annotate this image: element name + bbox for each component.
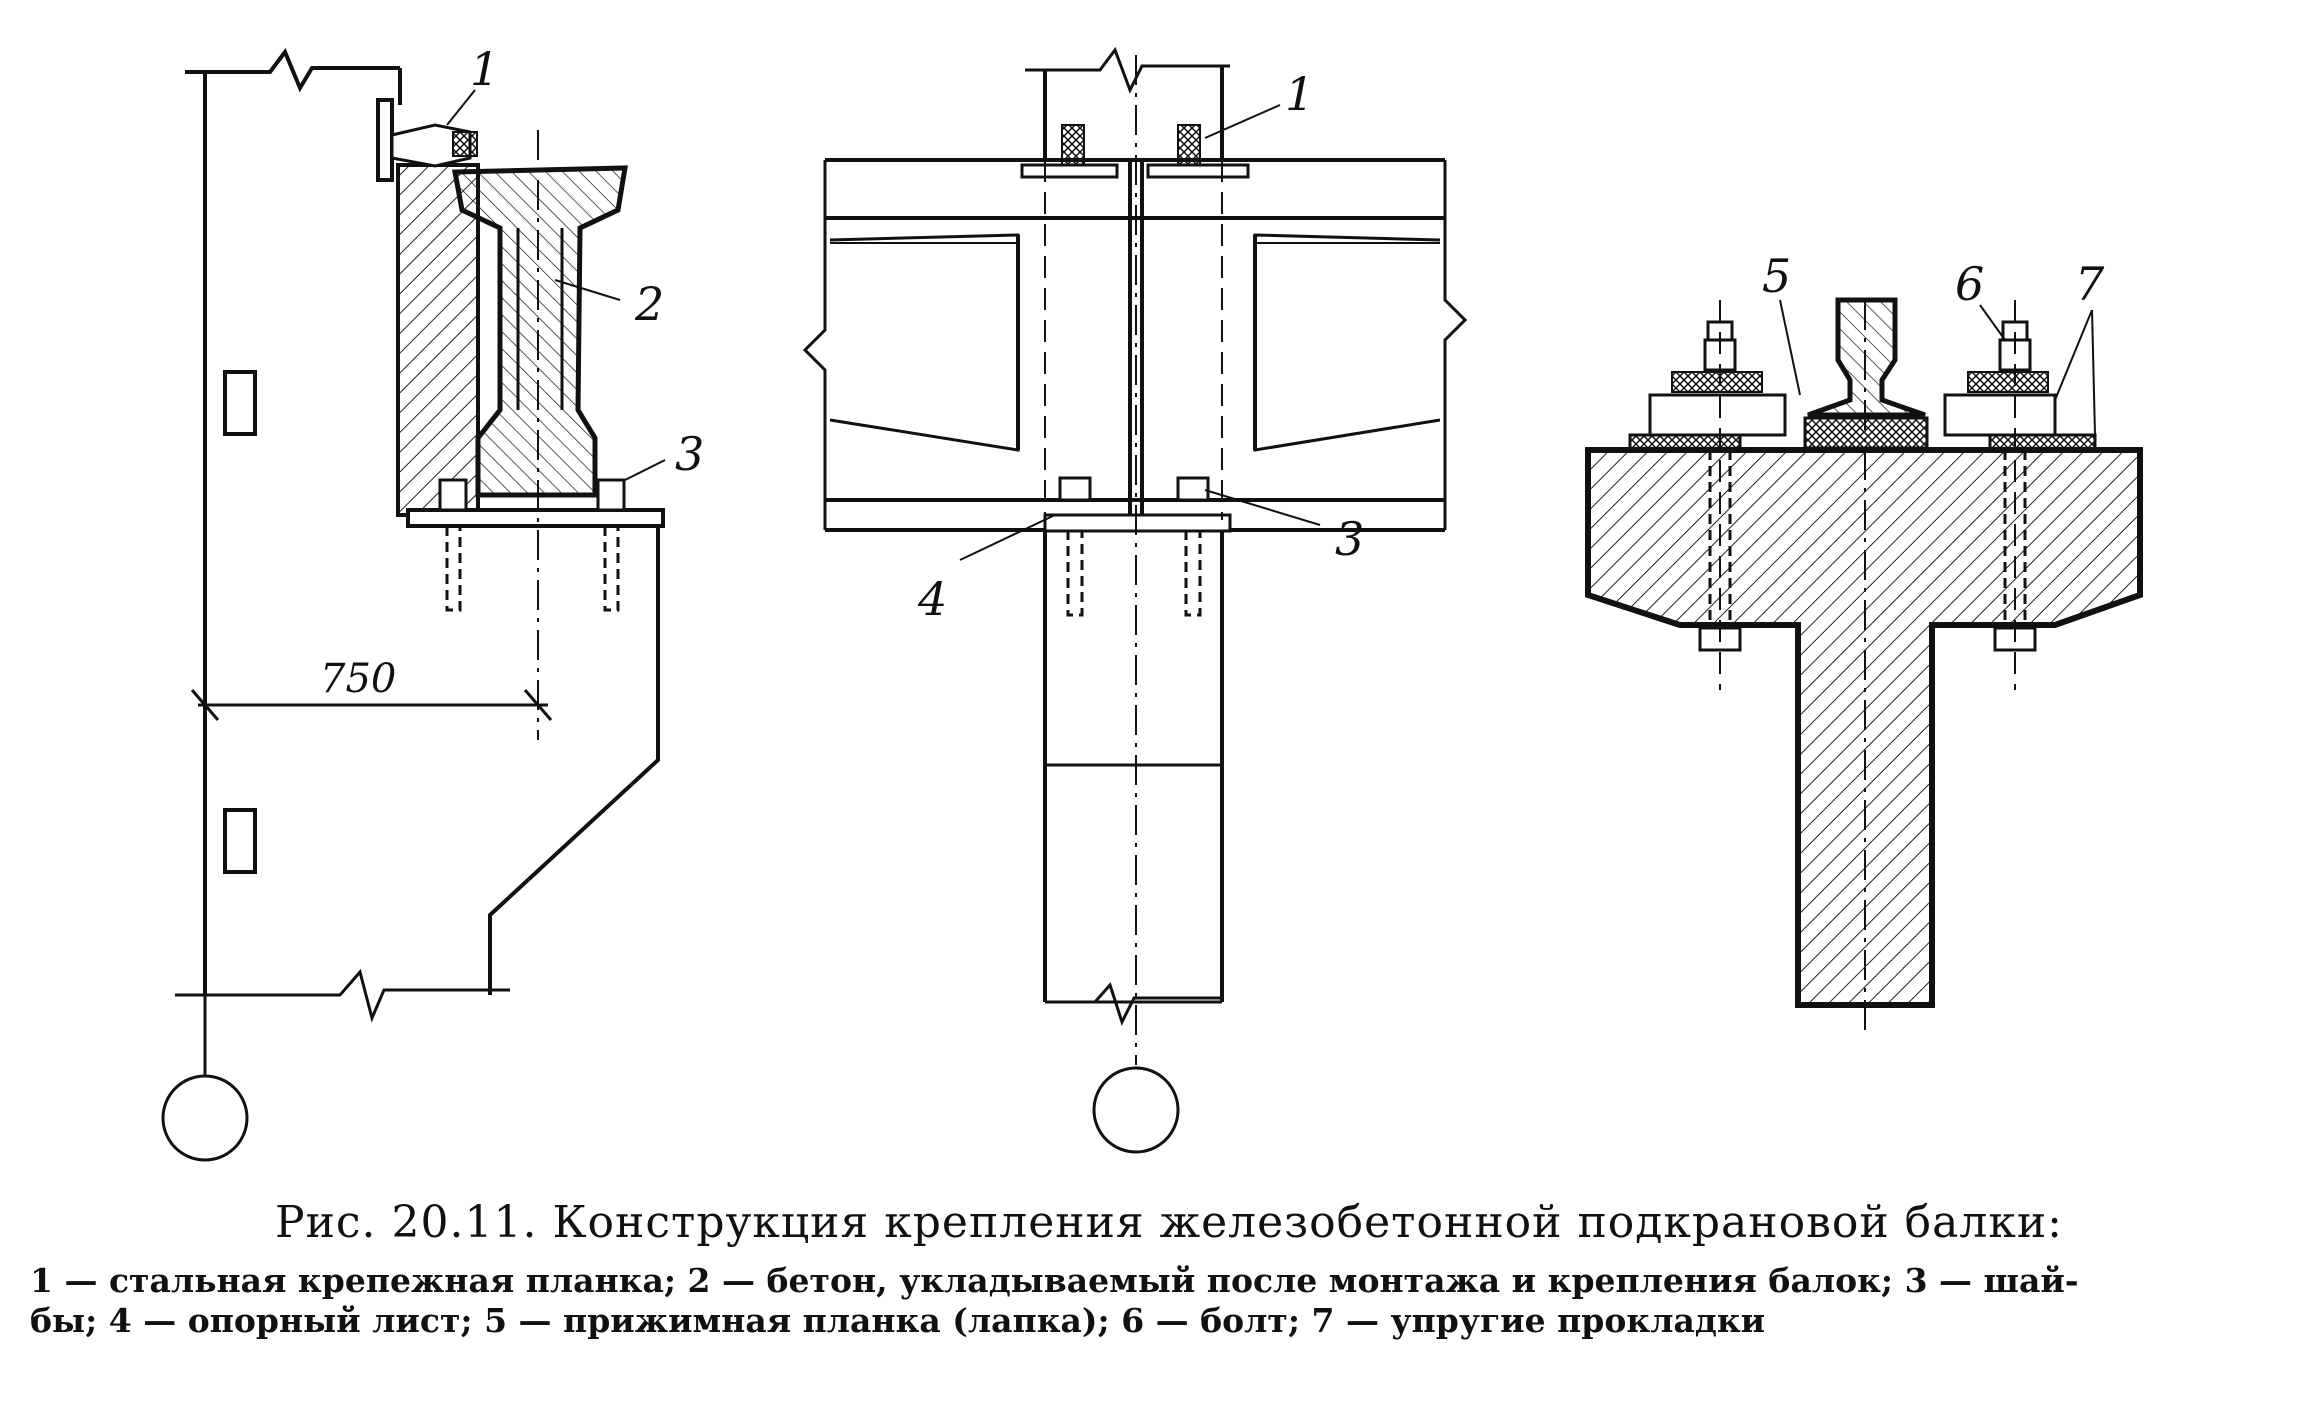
legend-line-2: бы; 4 — опорный лист; 5 — прижимная план… — [30, 1301, 1766, 1340]
label-3-middle: 3 — [1335, 512, 1364, 566]
axis-marker-left — [161, 1074, 249, 1162]
crane-beam-section — [452, 165, 628, 498]
caption-title: Рис. 20.11. Конструкция крепления железо… — [274, 1197, 2063, 1248]
legend-line-1: 1 — стальная крепежная планка; 2 — бетон… — [30, 1261, 2079, 1300]
dimension-750: 750 — [320, 656, 396, 702]
label-3-left: 3 — [675, 427, 704, 481]
label-6: 6 — [1955, 257, 1984, 311]
technical-drawing: 1 2 3 750 — [161, 42, 2143, 1162]
label-1-middle: 1 — [1285, 67, 1314, 121]
label-5: 5 — [1762, 249, 1791, 303]
label-2: 2 — [634, 277, 664, 331]
label-1-left: 1 — [470, 42, 499, 96]
figure-caption: Рис. 20.11. Конструкция крепления железо… — [0, 1195, 2298, 1341]
view-left-elevation — [161, 48, 666, 1162]
view-middle-elevation — [802, 46, 1468, 1154]
axis-marker-middle — [1092, 1066, 1180, 1154]
rail-profile — [1807, 297, 1926, 418]
caption-legend: 1 — стальная крепежная планка; 2 — бетон… — [30, 1261, 2230, 1341]
view-right-section — [1585, 297, 2143, 1035]
label-7: 7 — [2075, 257, 2105, 311]
label-4: 4 — [917, 572, 947, 626]
